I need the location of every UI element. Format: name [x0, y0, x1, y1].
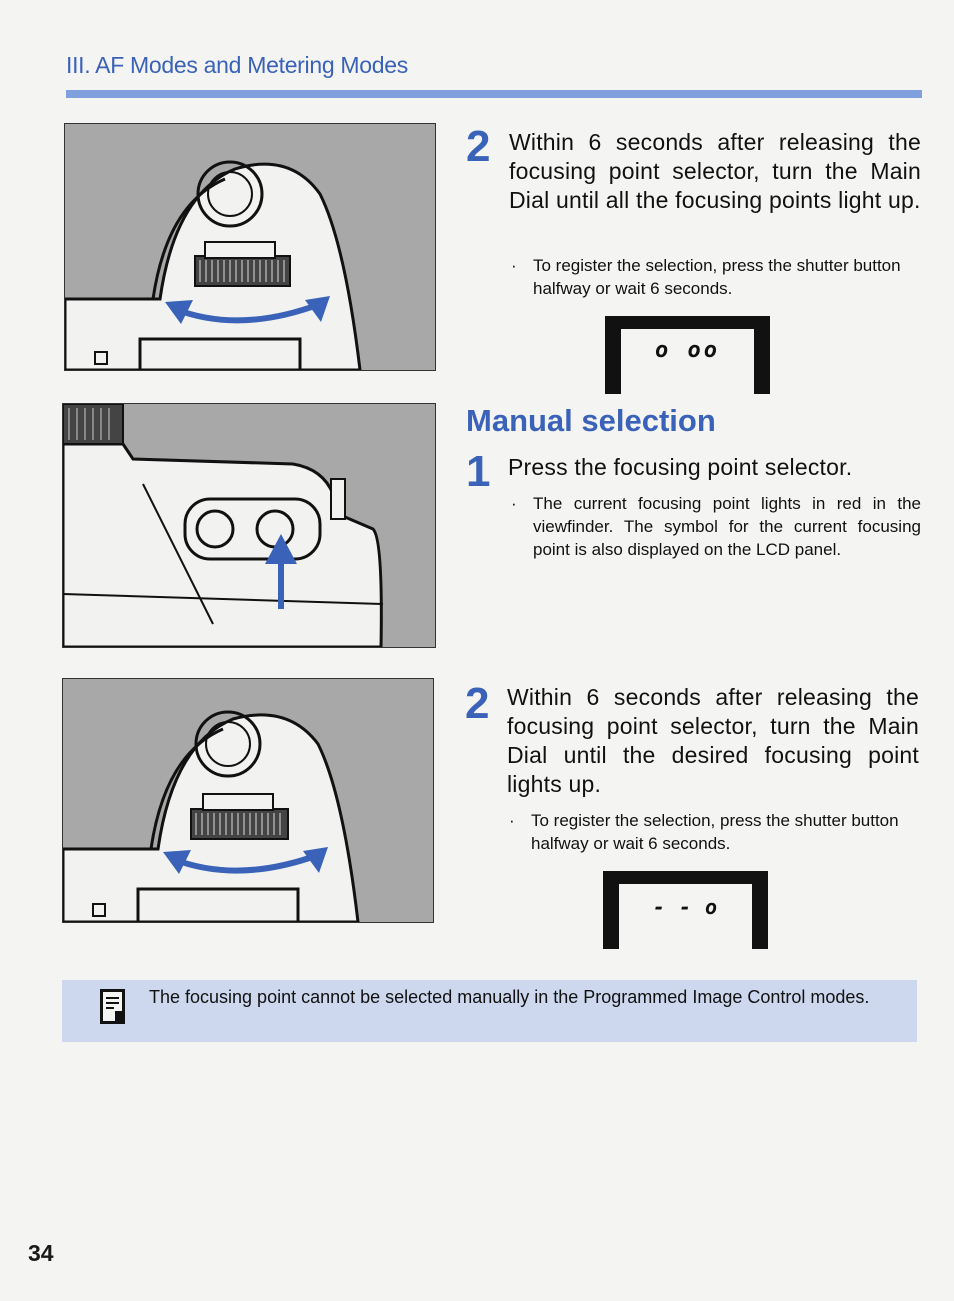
- page-number: 34: [28, 1240, 54, 1266]
- bullet-dot: ·: [511, 494, 517, 513]
- step-number: 2: [466, 122, 491, 171]
- bullet-dot: ·: [511, 256, 517, 275]
- lcd-symbol: - - o: [652, 895, 719, 919]
- bullet-text: The current focusing point lights in red…: [533, 494, 921, 559]
- step-text: Within 6 seconds after releasing the foc…: [507, 684, 919, 797]
- figure-main-dial-top: [64, 123, 436, 371]
- step-bullet: · To register the selection, press the s…: [509, 254, 921, 300]
- manual-selection-heading: Manual selection: [466, 403, 716, 438]
- lcd-symbol: o oo: [655, 338, 720, 363]
- bullet-dot: ·: [509, 811, 515, 830]
- title-rule: [66, 90, 922, 98]
- step-bullet: · To register the selection, press the s…: [507, 809, 921, 855]
- step-bullet: · The current focusing point lights in r…: [509, 492, 921, 561]
- note-box: The focusing point cannot be selected ma…: [62, 980, 917, 1042]
- step-text: Within 6 seconds after releasing the foc…: [509, 129, 921, 213]
- step-number: 1: [466, 447, 491, 496]
- lcd-display-single-point: - - o: [603, 871, 768, 949]
- figure-focusing-point-selector: [62, 403, 436, 648]
- step-text: Press the focusing point selector.: [508, 454, 853, 480]
- step-number: 2: [465, 679, 490, 728]
- bullet-text: To register the selection, press the shu…: [533, 256, 901, 298]
- lcd-display-all-points: o oo: [605, 316, 770, 394]
- section-title: III. AF Modes and Metering Modes: [66, 52, 408, 78]
- memo-icon: [100, 989, 126, 1025]
- note-text: The focusing point cannot be selected ma…: [149, 987, 870, 1007]
- figure-main-dial-bottom: [62, 678, 434, 923]
- bullet-text: To register the selection, press the shu…: [531, 811, 899, 853]
